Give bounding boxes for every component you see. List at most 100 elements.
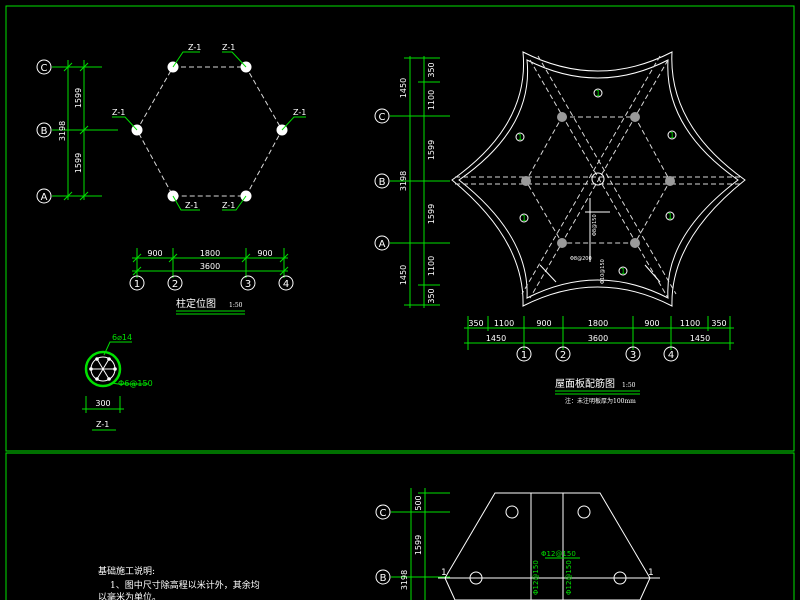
roof-center — [591, 172, 605, 186]
column-hexagon — [136, 66, 283, 197]
roof-dim-h: 350 — [711, 319, 726, 328]
foundation-rebar-vertical: Φ12@150 — [532, 560, 540, 595]
axis-bubble-3: 3 — [625, 346, 641, 362]
svg-text:1: 1 — [595, 89, 600, 98]
column-tag: Z-1 — [293, 108, 306, 117]
svg-text:B: B — [379, 177, 386, 188]
roof-plan-scale: 1:50 — [622, 382, 636, 389]
roof-dim-h-outer: 3600 — [588, 334, 608, 343]
roof-plan: C B A 350 1100 1599 1599 1100 350 1450 3… — [374, 51, 746, 405]
svg-text:A: A — [41, 192, 48, 203]
column-tag: Z-1 — [188, 43, 201, 52]
axis-bubble-b: B — [374, 173, 390, 189]
dim-h-3: 900 — [257, 249, 272, 258]
foundation-rebar-vertical: Φ12@150 — [565, 560, 573, 595]
svg-text:2: 2 — [172, 279, 178, 290]
roof-dim-h-outer: 1450 — [690, 334, 710, 343]
rebar-label-b: Φ8@200 — [570, 256, 592, 262]
foundation-dim-v: 500 — [414, 495, 423, 510]
notes-heading: 基础施工说明: — [98, 565, 155, 577]
axis-bubble-2: 2 — [555, 346, 571, 362]
axis-bubble-c: C — [36, 59, 52, 75]
column-plan-scale: 1:50 — [229, 302, 243, 309]
roof-dim-v-outer: 1450 — [399, 78, 408, 98]
svg-text:3: 3 — [245, 279, 251, 290]
column-plan-title: 柱定位图 — [176, 297, 216, 310]
dim-v-1: 1599 — [74, 88, 83, 108]
section-label: Z-1 — [96, 420, 109, 429]
dim-h-1: 900 — [147, 249, 162, 258]
section-diameter: 300 — [95, 399, 110, 408]
svg-text:C: C — [380, 508, 387, 519]
dim-h-total: 3600 — [200, 262, 220, 271]
axis-bubble-4: 4 — [663, 346, 679, 362]
roof-dim-v: 1599 — [427, 140, 436, 160]
section-stirrup-label: Φ6@150 — [118, 379, 153, 388]
axis-bubble-c: C — [375, 504, 391, 520]
roof-dim-h: 1100 — [680, 319, 700, 328]
foundation-dim-v-total: 3198 — [400, 570, 409, 590]
svg-text:3: 3 — [630, 350, 636, 361]
dim-v-total: 3198 — [58, 121, 67, 141]
foundation-notes: 基础施工说明: 1、图中尺寸除高程以米计外，其余均 以毫米为单位。 — [98, 565, 260, 600]
svg-text:1: 1 — [669, 131, 674, 140]
roof-dim-h: 1800 — [588, 319, 608, 328]
roof-dim-h: 900 — [536, 319, 551, 328]
axis-bubble-c: C — [374, 108, 390, 124]
rebar-label-a: Φ8@150 — [592, 214, 598, 236]
axis-bubble-4: 4 — [278, 275, 294, 291]
roof-dim-h: 350 — [468, 319, 483, 328]
slab-marks: 1 1 1 1 1 1 — [515, 88, 677, 276]
axis-bubble-a: A — [374, 235, 390, 251]
roof-plan-note: 注：未注明板厚为100mm — [565, 397, 636, 405]
roof-nodes — [521, 112, 675, 248]
rebar-label-c: Φ10@150 — [600, 259, 606, 284]
svg-text:1: 1 — [521, 214, 526, 223]
column-tag: Z-1 — [112, 108, 125, 117]
roof-dim-v-outer: 1450 — [399, 265, 408, 285]
axis-bubble-b: B — [375, 569, 391, 585]
axis-bubble-1: 1 — [129, 275, 145, 291]
svg-text:1: 1 — [667, 212, 672, 221]
dim-h-2: 1800 — [200, 249, 220, 258]
section-mark-right: 1 — [648, 568, 654, 578]
axis-bubble-a: A — [36, 188, 52, 204]
svg-text:1: 1 — [134, 279, 140, 290]
roof-plan-title: 屋面板配筋图 — [555, 377, 615, 390]
svg-text:A: A — [379, 239, 386, 250]
svg-text:4: 4 — [283, 279, 289, 290]
column-tag: Z-1 — [222, 201, 235, 210]
axis-bubble-2: 2 — [167, 275, 183, 291]
svg-text:1: 1 — [521, 350, 527, 361]
upper-drawing-frame — [5, 5, 795, 452]
axis-bubble-1: 1 — [516, 346, 532, 362]
notes-line-2: 以毫米为单位。 — [98, 591, 161, 600]
roof-dim-v-outer: 3198 — [399, 171, 408, 191]
svg-text:B: B — [380, 573, 387, 584]
foundation-plan: C B 500 1599 3198 Φ12@150 Φ12@150 Φ12@15… — [375, 488, 660, 600]
notes-line-1: 1、图中尺寸除高程以米计外，其余均 — [110, 579, 260, 591]
svg-text:1: 1 — [620, 267, 625, 276]
roof-dim-v: 1100 — [427, 90, 436, 110]
axis-bubble-3: 3 — [240, 275, 256, 291]
section-rebar-label: 6⌀14 — [112, 333, 132, 342]
roof-dim-v: 1100 — [427, 256, 436, 276]
roof-dim-h: 900 — [644, 319, 659, 328]
svg-text:1: 1 — [517, 133, 522, 142]
dim-v-2: 1599 — [74, 153, 83, 173]
column-tag: Z-1 — [222, 43, 235, 52]
foundation-rebar: Φ12@150 — [541, 550, 576, 558]
column-plan: C B A 1599 1599 3198 Z-1 — [36, 43, 306, 315]
svg-text:B: B — [41, 126, 48, 137]
svg-text:2: 2 — [560, 350, 566, 361]
svg-text:C: C — [41, 63, 48, 74]
roof-dim-h-outer: 1450 — [486, 334, 506, 343]
column-dots — [131, 61, 288, 202]
axis-bubble-b: B — [36, 122, 52, 138]
column-section: 6⌀14 Φ6@150 300 Z-1 — [82, 333, 153, 431]
roof-dim-v: 350 — [427, 288, 436, 303]
foundation-dim-v: 1599 — [414, 535, 423, 555]
svg-text:4: 4 — [668, 350, 674, 361]
roof-outline — [451, 51, 746, 307]
